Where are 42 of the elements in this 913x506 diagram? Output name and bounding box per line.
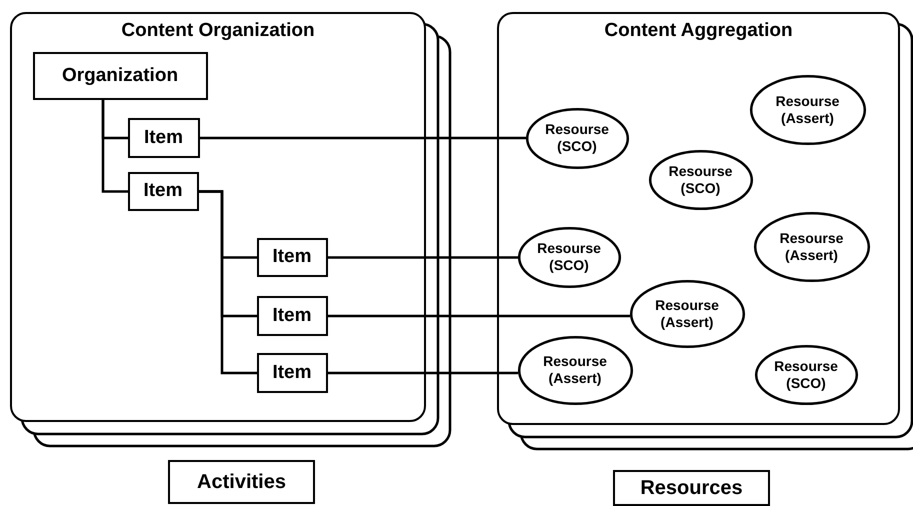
item-box: [256, 238, 328, 276]
node-label: Resourse (SCO): [536, 240, 602, 274]
connector-line: [328, 256, 518, 259]
container-panel: [10, 12, 426, 422]
node-label: Organization: [62, 64, 178, 86]
panel-title: Content Aggregation: [603, 20, 794, 42]
resource-ellipse: [754, 212, 870, 282]
container-panel: [497, 12, 900, 425]
item-box: [128, 118, 200, 158]
connector-line: [328, 314, 630, 318]
node-label: Item: [143, 180, 183, 202]
resource-ellipse: [518, 336, 632, 404]
item-box: [128, 172, 198, 210]
node-label: Resourse (Assert): [654, 296, 720, 330]
item-box: [32, 52, 208, 100]
node-label: Resourse (Assert): [542, 353, 608, 387]
resource-ellipse: [750, 74, 866, 144]
resource-ellipse: [526, 108, 628, 168]
node-label: Resources: [640, 476, 743, 500]
connector-line: [200, 136, 526, 140]
item-box: [256, 352, 328, 392]
node-label: Resourse (Assert): [774, 92, 840, 126]
node-label: Resourse (SCO): [668, 162, 734, 196]
node-label: Activities: [197, 470, 286, 494]
resource-ellipse: [754, 344, 858, 404]
node-label: Item: [272, 362, 312, 384]
resource-ellipse: [630, 280, 744, 348]
connector-line: [328, 372, 518, 374]
node-label: Item: [144, 126, 184, 148]
node-label: Resourse (Assert): [778, 230, 844, 264]
node-label: Item: [272, 246, 312, 268]
resource-ellipse: [518, 226, 620, 288]
connector-line: [199, 190, 257, 374]
node-label: Resourse (SCO): [544, 121, 610, 155]
resource-ellipse: [648, 150, 752, 210]
connector-line: [102, 100, 128, 193]
panel-title: Content Organization: [120, 20, 316, 42]
item-box: [256, 296, 328, 336]
item-box: [168, 460, 315, 504]
node-label: Resourse (SCO): [773, 358, 839, 392]
node-label: Item: [272, 304, 312, 326]
item-box: [613, 470, 770, 506]
